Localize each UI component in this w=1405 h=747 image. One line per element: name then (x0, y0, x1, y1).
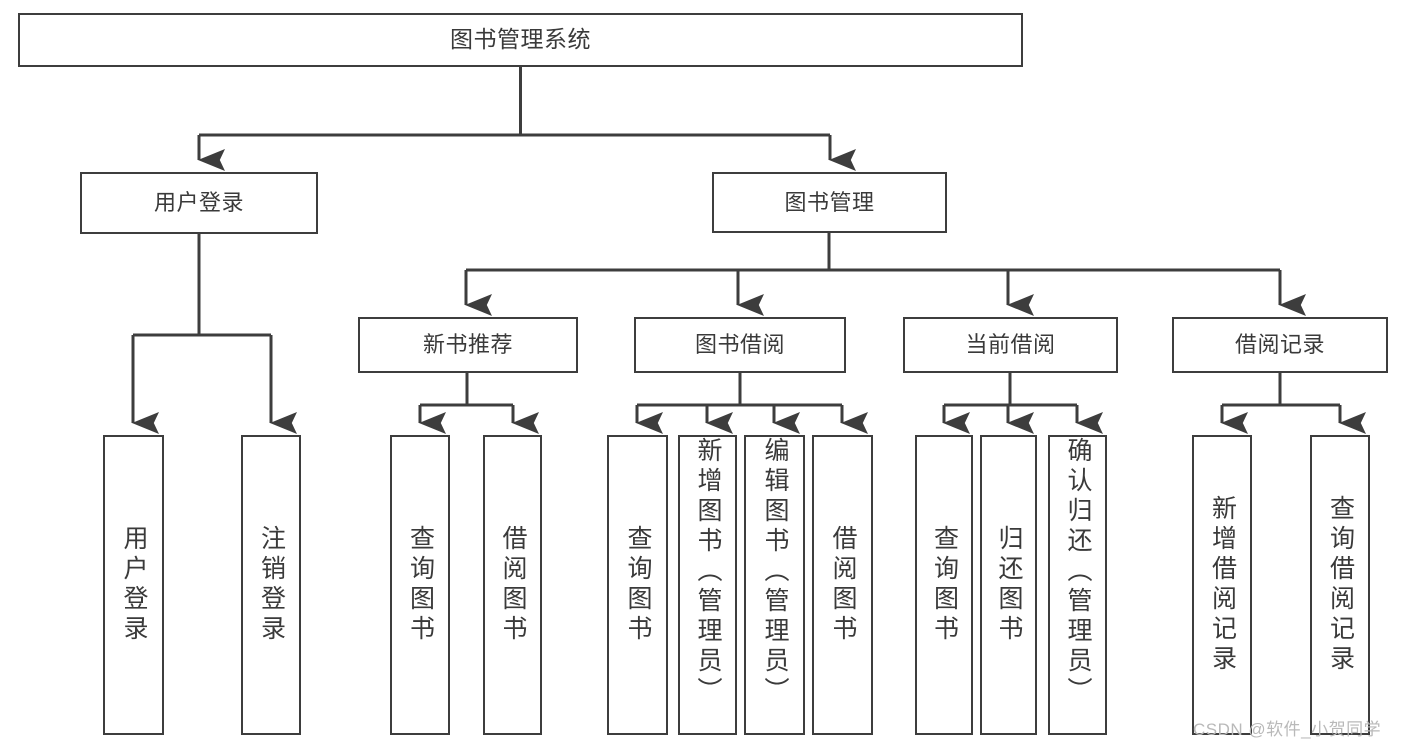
node-leaf-logout[interactable]: 注销登录 (241, 435, 301, 735)
node-user-login-label: 用户登录 (153, 190, 244, 216)
node-leaf-add-book-label: 新增图书（管理员） (694, 437, 722, 707)
node-leaf-query-record-label: 查询借阅记录 (1326, 495, 1355, 675)
node-leaf-return-book-label: 归还图书 (995, 525, 1023, 645)
node-book-management-label: 图书管理 (784, 189, 875, 215)
node-leaf-borrow-book-2[interactable]: 借阅图书 (812, 435, 873, 735)
node-leaf-query-record[interactable]: 查询借阅记录 (1310, 435, 1370, 735)
node-leaf-add-book[interactable]: 新增图书（管理员） (678, 435, 737, 735)
node-leaf-return-book[interactable]: 归还图书 (980, 435, 1037, 735)
node-leaf-query-book-2[interactable]: 查询图书 (607, 435, 668, 735)
node-leaf-edit-book-label: 编辑图书（管理员） (761, 437, 789, 707)
node-leaf-borrow-book-1[interactable]: 借阅图书 (483, 435, 542, 735)
node-leaf-edit-book[interactable]: 编辑图书（管理员） (744, 435, 805, 735)
node-current-borrow-label: 当前借阅 (965, 332, 1056, 358)
node-leaf-user-login[interactable]: 用户登录 (103, 435, 164, 735)
node-leaf-confirm-return-label: 确认归还（管理员） (1064, 437, 1092, 707)
node-leaf-add-record-label: 新增借阅记录 (1208, 495, 1237, 675)
node-leaf-query-book-3[interactable]: 查询图书 (915, 435, 973, 735)
node-borrow-record[interactable]: 借阅记录 (1172, 317, 1388, 373)
csdn-watermark: CSDN @软件_小贺同学 (1193, 720, 1382, 739)
node-leaf-confirm-return[interactable]: 确认归还（管理员） (1048, 435, 1107, 735)
node-root-label: 图书管理系统 (450, 26, 591, 53)
node-leaf-borrow-book-2-label: 借阅图书 (829, 525, 857, 645)
node-current-borrow[interactable]: 当前借阅 (903, 317, 1118, 373)
node-leaf-query-book-1[interactable]: 查询图书 (390, 435, 450, 735)
node-root[interactable]: 图书管理系统 (18, 13, 1023, 67)
node-user-login[interactable]: 用户登录 (80, 172, 318, 234)
node-book-management[interactable]: 图书管理 (712, 172, 947, 233)
node-leaf-user-login-label: 用户登录 (120, 525, 148, 645)
node-book-borrow[interactable]: 图书借阅 (634, 317, 846, 373)
node-leaf-query-book-1-label: 查询图书 (406, 525, 435, 645)
node-new-book-recommend[interactable]: 新书推荐 (358, 317, 578, 373)
node-leaf-logout-label: 注销登录 (257, 525, 286, 645)
node-leaf-query-book-3-label: 查询图书 (930, 525, 959, 645)
node-leaf-query-book-2-label: 查询图书 (624, 525, 652, 645)
node-book-borrow-label: 图书借阅 (694, 332, 785, 358)
node-leaf-add-record[interactable]: 新增借阅记录 (1192, 435, 1252, 735)
node-new-book-recommend-label: 新书推荐 (422, 332, 513, 358)
node-borrow-record-label: 借阅记录 (1234, 332, 1325, 358)
node-leaf-borrow-book-1-label: 借阅图书 (499, 525, 527, 645)
